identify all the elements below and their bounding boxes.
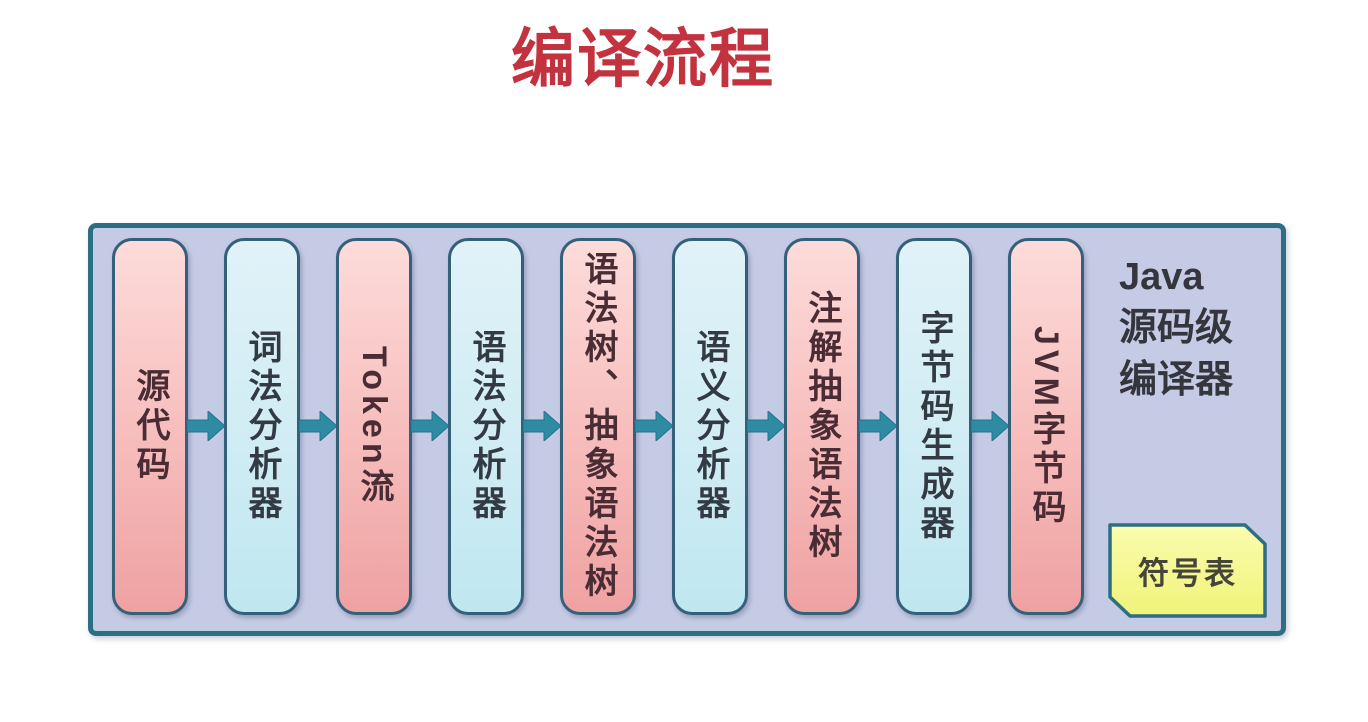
stage-label: 语义分析器 <box>691 329 729 524</box>
stage-label: 词法分析器 <box>243 329 281 524</box>
stage-box-lexical-analyzer: 词法分析器 <box>224 238 300 615</box>
java-compiler-container: 源代码 词法分析器 Token流 语法分析器 语法树、抽象语法树 语义分析器 注… <box>88 223 1286 636</box>
flow-arrow-icon <box>523 411 561 441</box>
flow-arrow-icon <box>411 411 449 441</box>
stage-box-bytecode-generator: 字节码生成器 <box>896 238 972 615</box>
stage-label: Token流 <box>355 345 393 508</box>
container-caption: Java 源码级 编译器 <box>1119 256 1234 401</box>
flow-arrow-icon <box>859 411 897 441</box>
flow-arrow-icon <box>187 411 225 441</box>
flow-arrow-icon <box>747 411 785 441</box>
stage-label: 字节码生成器 <box>915 309 953 544</box>
flow-arrow-icon <box>299 411 337 441</box>
symbol-table-label: 符号表 <box>1138 556 1237 591</box>
stage-box-annotated-abstract-syntax-tree: 注解抽象语法树 <box>784 238 860 615</box>
stage-box-token-stream: Token流 <box>336 238 412 615</box>
stage-box-source-code: 源代码 <box>112 238 188 615</box>
symbol-table-note-shape <box>1108 523 1267 618</box>
stage-box-jvm-bytecode: JVM字节码 <box>1008 238 1084 615</box>
flow-arrow-icon <box>635 411 673 441</box>
stage-label: 注解抽象语法树 <box>803 290 841 563</box>
stage-label: 源代码 <box>131 368 169 485</box>
stage-label: JVM字节码 <box>1027 325 1065 528</box>
stage-box-syntax-tree-abstract-syntax-tree: 语法树、抽象语法树 <box>560 238 636 615</box>
page-title: 编译流程 <box>511 23 775 95</box>
symbol-table-note: 符号表 <box>1108 523 1267 618</box>
stage-box-syntax-analyzer: 语法分析器 <box>448 238 524 615</box>
stage-label: 语法分析器 <box>467 329 505 524</box>
stage-label: 语法树、抽象语法树 <box>579 251 617 602</box>
flow-arrow-icon <box>971 411 1009 441</box>
stage-box-semantic-analyzer: 语义分析器 <box>672 238 748 615</box>
